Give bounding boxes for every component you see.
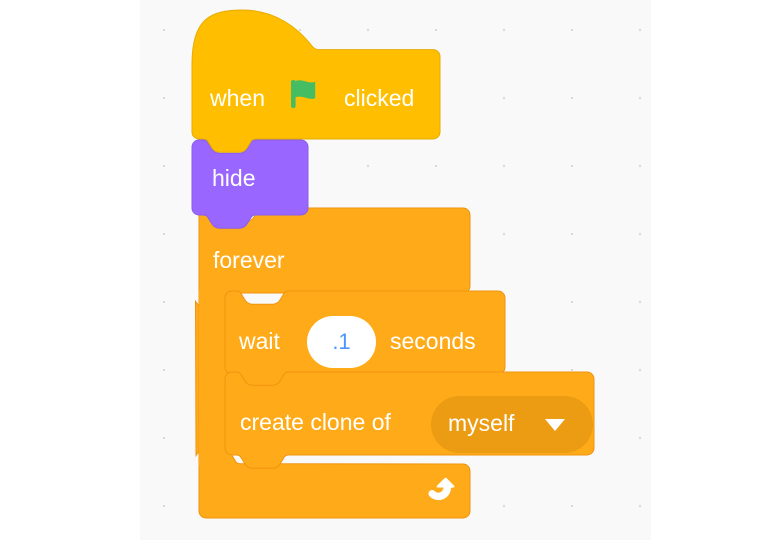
wait-seconds-input-value: .1 xyxy=(332,329,350,354)
hide-label: hide xyxy=(212,165,255,191)
loop-arrow-icon xyxy=(428,477,455,501)
chevron-down-icon[interactable] xyxy=(545,419,565,431)
clone-target-dropdown[interactable]: myself xyxy=(431,396,593,453)
clone-target-dropdown-bg[interactable] xyxy=(431,396,593,453)
clicked-label: clicked xyxy=(344,85,414,111)
green-flag-icon xyxy=(291,80,316,108)
block-create-clone-of[interactable]: create clone of myself xyxy=(224,371,595,469)
wait-label-after: seconds xyxy=(390,328,476,354)
when-label: when xyxy=(209,85,265,111)
hide-block-shape[interactable] xyxy=(191,139,309,229)
block-when-flag-clicked[interactable]: when clicked xyxy=(191,9,441,153)
wait-seconds-input[interactable] xyxy=(307,316,376,368)
block-hide[interactable]: hide xyxy=(191,139,309,229)
create-clone-label: create clone of xyxy=(240,409,391,435)
block-forever[interactable]: forever xyxy=(194,207,471,519)
forever-c-inner-fill xyxy=(199,290,232,466)
blocks-workspace-canvas[interactable]: forever wait .1 seconds create clone of xyxy=(140,0,651,540)
clone-target-dropdown-value: myself xyxy=(448,410,515,436)
when-flag-clicked-shape[interactable] xyxy=(191,9,441,153)
script-stack: forever wait .1 seconds create clone of xyxy=(191,9,595,519)
wait-label-before: wait xyxy=(238,328,281,354)
forever-label: forever xyxy=(213,247,285,273)
block-wait-seconds[interactable]: wait .1 seconds xyxy=(224,290,506,388)
